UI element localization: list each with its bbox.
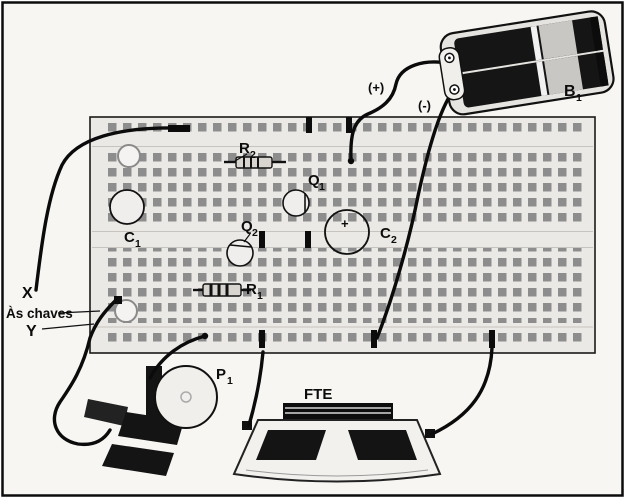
- wire-board-to-speaker-left: [247, 350, 265, 427]
- pot-hub: [180, 391, 192, 403]
- battery-pack: [438, 10, 615, 116]
- label-b1-sub: 1: [576, 92, 582, 104]
- label-as-chaves: Às chaves: [6, 306, 73, 321]
- label-c2-sub: 2: [391, 234, 397, 246]
- pointer-r2: [234, 153, 248, 162]
- battery-terminal-dot: [448, 56, 451, 60]
- capacitor-c1: [109, 189, 145, 225]
- speaker-fte: [232, 403, 442, 483]
- labels: B 1 (+) (-) R 2 Q 1 Q 2 C 1 + C 2 R 1 X …: [6, 80, 582, 403]
- pointer-as-chaves: [57, 310, 101, 314]
- jumper-wire: [305, 231, 311, 248]
- speaker-terminal: [242, 421, 252, 430]
- speaker-cone-shadow: [348, 430, 417, 460]
- wire-to-switch-x: [34, 126, 179, 292]
- speaker-terminal: [425, 429, 435, 438]
- hookup-wires: [34, 60, 494, 447]
- hole-grid-top-rail: [104, 123, 584, 138]
- battery-label-band: [538, 20, 578, 60]
- wire-pad: [114, 296, 122, 304]
- label-r2: R: [239, 140, 250, 157]
- breadboard: [89, 116, 596, 354]
- wire-board-to-speaker-right: [430, 346, 494, 436]
- wire-battery-negative: [375, 85, 458, 340]
- label-r2-sub: 2: [250, 149, 256, 161]
- wire-endpoints: [201, 157, 355, 340]
- speaker-rim: [245, 469, 429, 477]
- potentiometer-p1: [84, 365, 218, 476]
- wire-pot-to-board: [148, 334, 207, 380]
- wire-to-pot-left: [52, 298, 118, 447]
- board-components: [109, 156, 370, 297]
- label-battery-plus: (+): [368, 80, 384, 95]
- mounting-hole: [117, 144, 141, 168]
- label-battery-minus: (-): [418, 98, 431, 113]
- label-r1-sub: 1: [257, 290, 263, 302]
- wire-end-dot: [201, 332, 209, 340]
- transistor-q2-flat: [229, 244, 252, 248]
- pot-body-face: [154, 365, 218, 429]
- hole-grid-bottom-rail: [104, 330, 584, 345]
- label-fte: FTE: [304, 386, 332, 403]
- label-c1-sub: 1: [135, 238, 141, 250]
- label-c2: C: [380, 225, 391, 242]
- battery-cap: [595, 51, 609, 87]
- label-p1-sub: 1: [227, 375, 233, 387]
- label-y: Y: [26, 323, 37, 340]
- speaker-cone-shadow: [256, 430, 326, 460]
- label-p1: P: [216, 366, 226, 383]
- jumper-wire: [259, 231, 265, 248]
- pointer-lines: [41, 153, 251, 330]
- label-c2-polarity: +: [341, 216, 349, 231]
- battery-stripe: [530, 25, 542, 61]
- jumper-wire: [306, 117, 312, 133]
- pot-base: [102, 444, 174, 476]
- jumper-wire: [259, 330, 265, 348]
- jumper-wire: [168, 125, 190, 132]
- pot-shaft: [84, 399, 128, 426]
- battery-label-band: [544, 55, 583, 95]
- label-q2-sub: 2: [252, 227, 258, 239]
- hole-grid-top-block: [104, 150, 584, 225]
- jumper-wire: [346, 117, 352, 133]
- jumper-wire: [489, 330, 495, 348]
- label-x: X: [22, 285, 33, 302]
- mounting-hole: [114, 299, 138, 323]
- battery-stripe: [536, 61, 548, 96]
- battery-terminal-dot: [453, 88, 456, 91]
- jumper-wire: [371, 330, 377, 348]
- resistor-r1: [202, 283, 242, 297]
- label-b1: B: [564, 83, 576, 100]
- battery-cap: [589, 16, 604, 52]
- pointer-q2: [243, 233, 251, 243]
- label-r1: R: [246, 281, 257, 298]
- label-q1-sub: 1: [319, 181, 325, 193]
- wire-end-dot: [347, 157, 355, 165]
- label-c1: C: [124, 229, 135, 246]
- wire-battery-positive: [349, 60, 454, 162]
- capacitor-c2: [324, 209, 370, 255]
- transistor-q2: [226, 239, 254, 267]
- speaker-magnet: [283, 403, 393, 420]
- label-q2: Q: [241, 218, 253, 235]
- label-q1: Q: [308, 172, 320, 189]
- pointer-y: [41, 323, 95, 330]
- hole-grid-bottom-block: [104, 248, 584, 323]
- transistor-q1: [282, 189, 310, 217]
